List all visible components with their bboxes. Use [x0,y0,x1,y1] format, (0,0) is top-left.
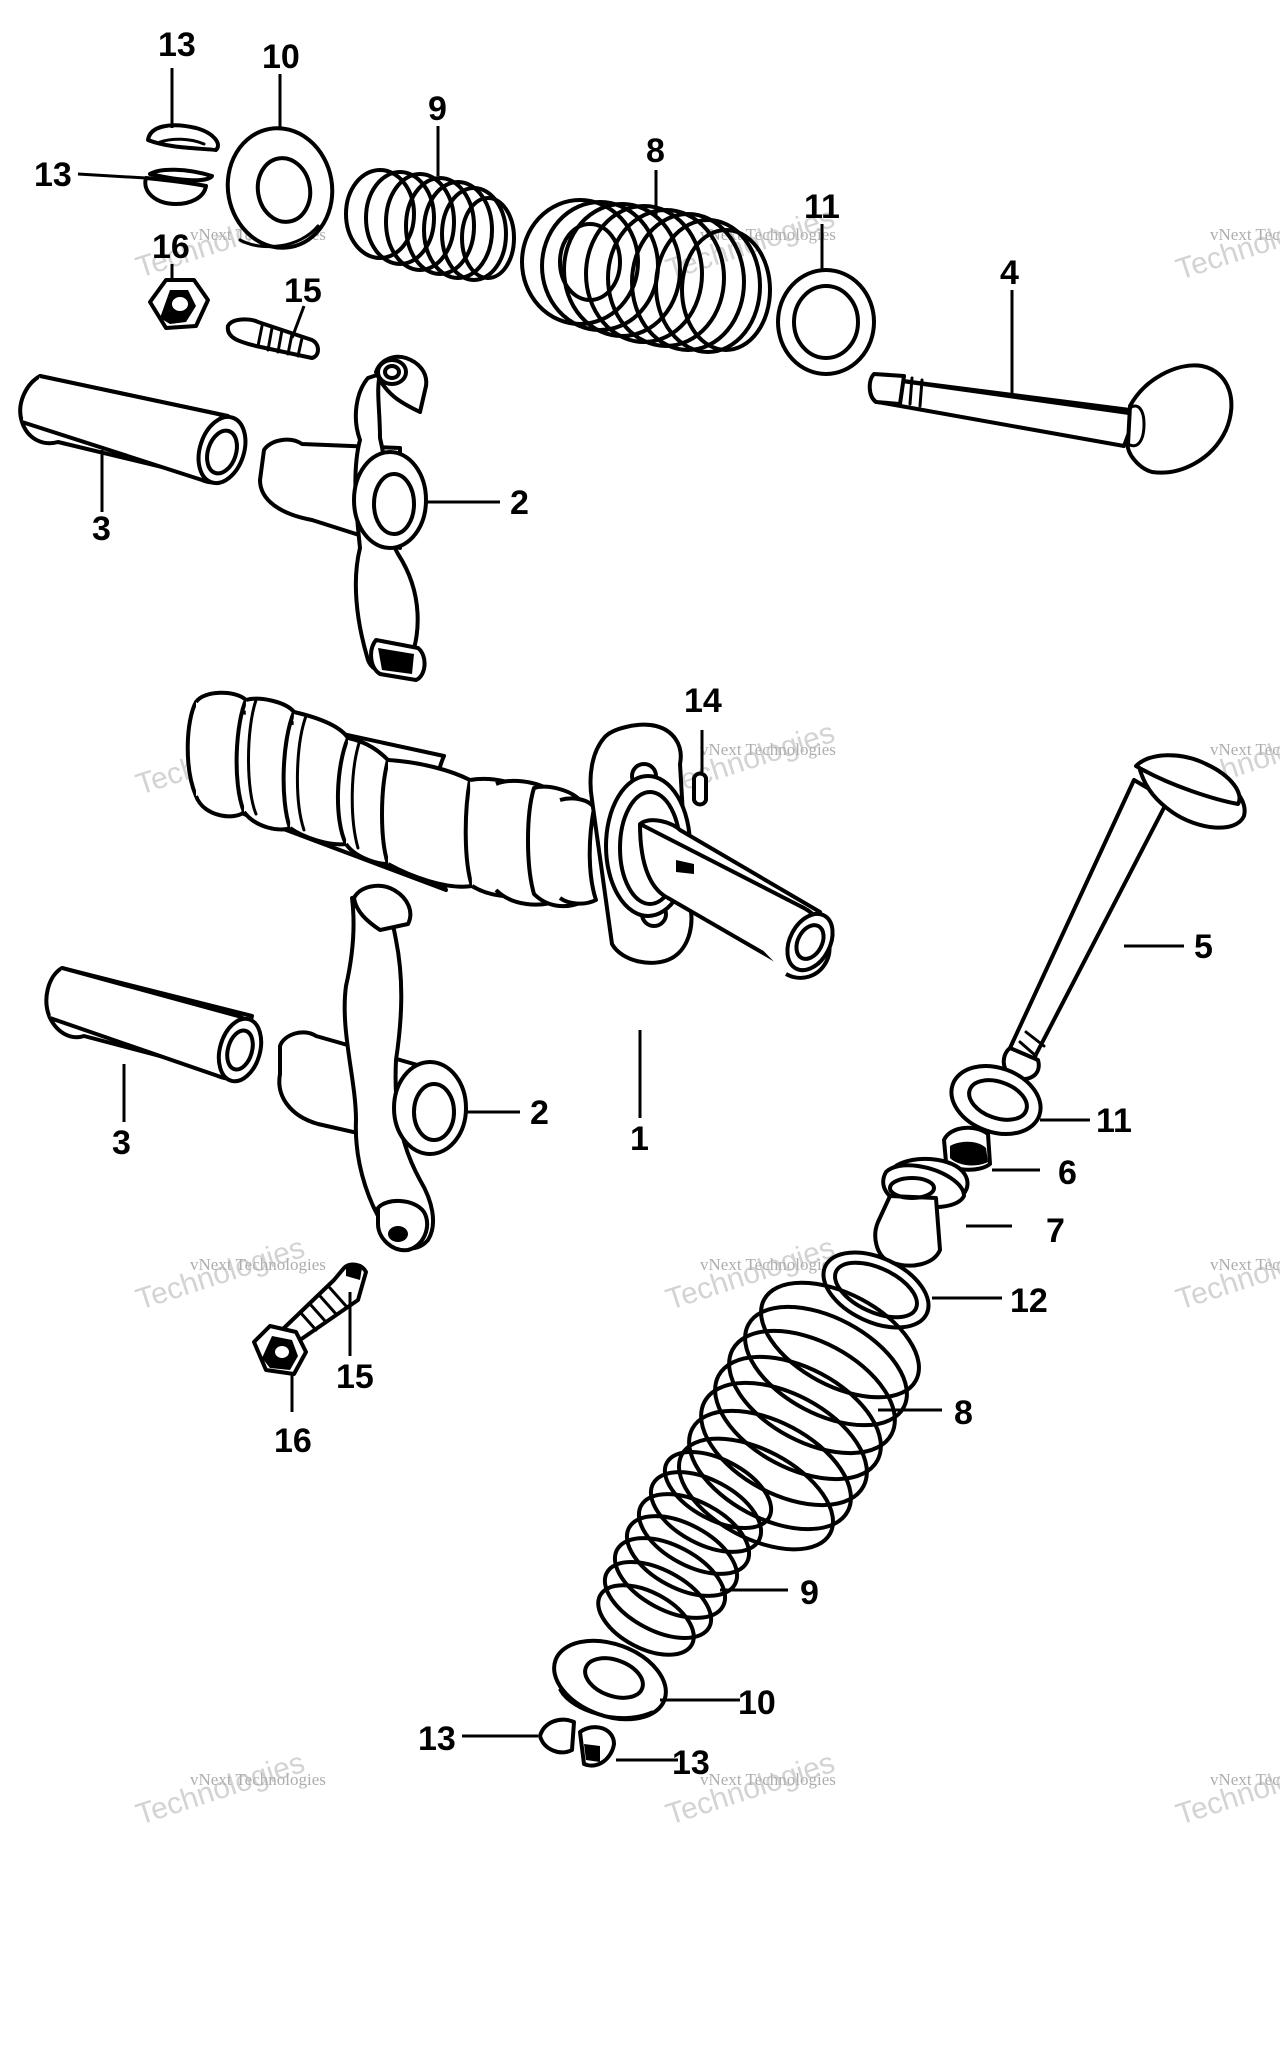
rocker-arm-shaft-lower [44,966,264,1084]
callout-9-top: 9 [428,90,447,128]
outer-valve-spring-lower [677,1280,921,1552]
svg-text:Technologies: Technologies [1172,1746,1280,1832]
callout-10-top: 10 [262,38,300,76]
callout-5: 5 [1194,928,1213,966]
svg-text:vNext Technologies: vNext Technologies [1210,1770,1280,1789]
callout-4: 4 [1000,254,1019,292]
rocker-arm-top [258,354,429,682]
watermark-12: vNext Technologies Technologies [1172,1746,1280,1832]
rocker-arm-lower [277,883,468,1253]
svg-text:vNext Technologies: vNext Technologies [700,1255,836,1274]
svg-text:vNext Technologies: vNext Technologies [1210,740,1280,759]
inner-valve-spring-lower [596,1450,774,1657]
svg-text:vNext Technologies: vNext Technologies [190,1255,326,1274]
valve-spring-retainer-top [225,126,335,250]
tappet-adjusting-screw-lower [281,1262,368,1345]
callout-13-lower-right: 13 [672,1744,710,1782]
watermark-7: vNext Technologies Technologies [132,1231,326,1317]
valve-cotter-lower-left [538,1717,576,1755]
adjusting-nut-top [148,278,210,330]
watermark-9: vNext Technologies Technologies [1172,1231,1280,1317]
watermark-5: vNext Technologies Technologies [662,716,839,802]
callout-2-lower: 2 [530,1094,549,1132]
outer-valve-spring-top [520,198,772,354]
callout-6: 6 [1058,1154,1077,1192]
callout-14: 14 [684,682,722,720]
callout-11-top: 11 [804,188,840,226]
callout-labels: 13 10 9 8 11 13 16 15 4 3 2 14 5 3 2 1 1… [34,26,1213,1782]
callout-15-top: 15 [284,272,322,310]
svg-text:vNext Technologies: vNext Technologies [700,740,836,759]
dowel-pin [692,771,708,807]
inner-valve-spring-top [344,168,516,282]
svg-text:vNext Technologies: vNext Technologies [1210,225,1280,244]
rocker-arm-shaft-top [18,374,248,486]
exhaust-valve-top [867,363,1234,475]
callout-2-top: 2 [510,484,529,522]
callout-16-lower: 16 [274,1422,312,1460]
watermark-8: vNext Technologies Technologies [662,1231,839,1317]
callout-12: 12 [1010,1282,1048,1320]
callout-10-lower: 10 [738,1684,776,1722]
callout-8-lower: 8 [954,1394,973,1432]
callout-3-top: 3 [92,510,111,548]
camshaft [185,690,835,980]
callout-15-lower: 15 [336,1358,374,1396]
callout-11-lower: 11 [1096,1102,1132,1140]
leader-lines [77,68,1184,1762]
valve-cotter-top-upper [146,123,220,152]
svg-text:vNext Technologies: vNext Technologies [700,1770,836,1789]
svg-text:vNext Technologies: vNext Technologies [190,1770,326,1789]
callout-1: 1 [630,1120,649,1158]
callout-8-top: 8 [646,132,665,170]
callout-16-top: 16 [152,228,190,266]
callout-13-top-upper: 13 [158,26,196,64]
valve-spring-washer [821,1250,931,1330]
watermark-3: vNext Technologies Technologies [1172,201,1280,287]
tappet-adjusting-screw-top [225,317,320,360]
valve-spring-seat-top [776,268,876,376]
svg-text:vNext Technologies: vNext Technologies [1210,1255,1280,1274]
valve-cotter-top-lower [143,167,214,206]
callout-13-top-lower: 13 [34,156,72,194]
valve-guide [873,1156,970,1268]
valve-spring-retainer-lower [552,1638,668,1722]
callout-9-lower: 9 [800,1574,819,1612]
callout-3-lower: 3 [112,1124,131,1162]
callout-7: 7 [1046,1212,1065,1250]
svg-text:Technologies: Technologies [1172,1231,1280,1317]
intake-valve [1001,753,1247,1081]
watermark-10: vNext Technologies Technologies [132,1746,326,1832]
valve-cotter-lower-right [578,1725,616,1768]
svg-text:Technologies: Technologies [1172,201,1280,287]
callout-13-lower-left: 13 [418,1720,456,1758]
adjusting-nut-lower [252,1324,308,1376]
